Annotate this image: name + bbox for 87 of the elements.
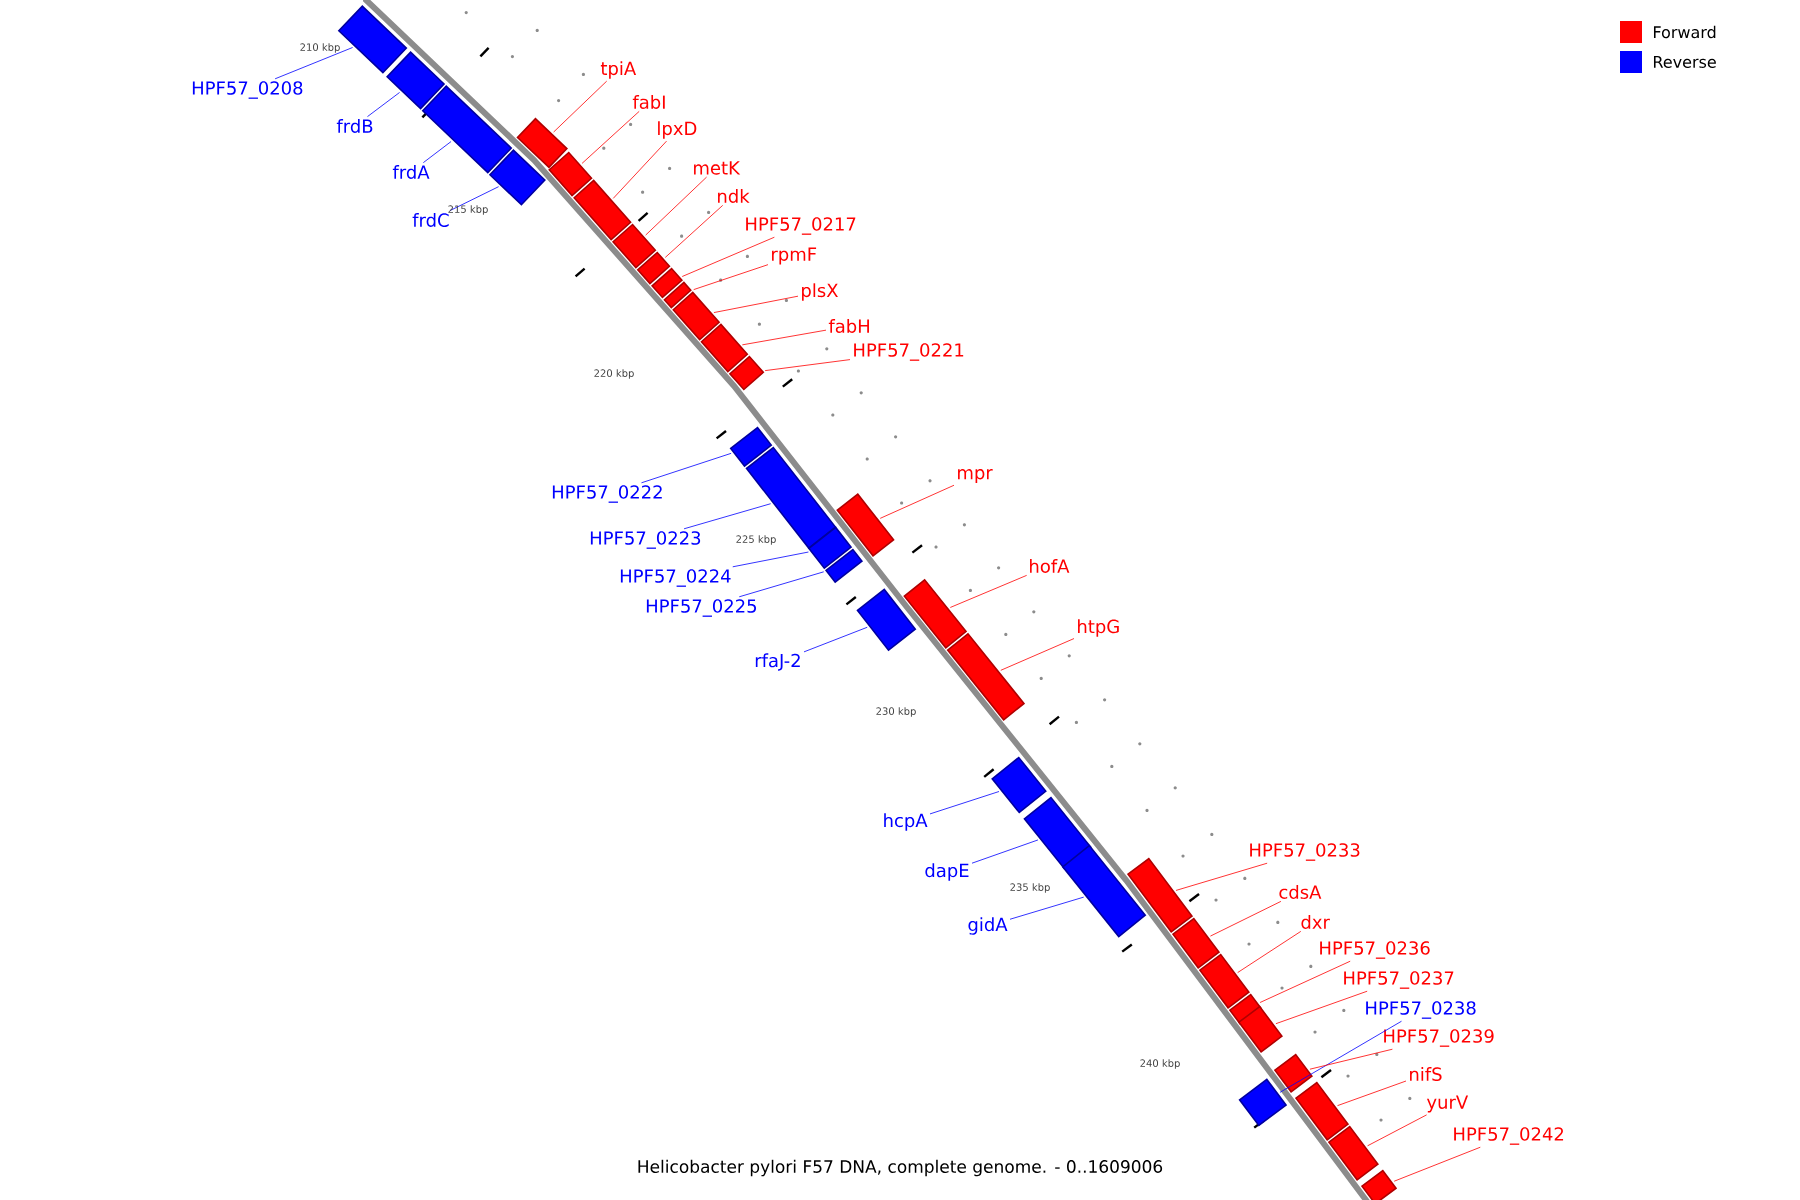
gene-block [728,355,765,391]
leader-line [738,571,825,598]
gene-label: dxr [1301,915,1330,929]
gene-label: rfaJ-2 [755,653,800,671]
leader-line [949,574,1028,608]
gene-label: HPF57_0224 [620,569,731,587]
leader-line [367,92,400,118]
leader-line [581,110,640,164]
leader-line [929,791,1000,815]
leader-line [713,295,799,313]
gene-label: HPF57_0225 [646,599,756,617]
gene-label: HPF57_0237 [1344,971,1454,989]
leader-line [553,80,608,133]
caption: Helicobacter pylori F57 DNA, complete genome. - 0..1609006 [638,1159,1163,1177]
leader-line [612,140,667,199]
gene-label: fabI [632,95,665,109]
leader-line [1337,1080,1407,1107]
leader-line [1279,1020,1402,1093]
gene-label: nifS [1410,1067,1442,1081]
leader-line [803,626,868,653]
gene-label: frdC [412,213,449,227]
gene-label: HPF57_0239 [1384,1029,1494,1047]
leader-line [1009,896,1085,920]
leader-line [1309,1048,1393,1070]
leader-line [1275,990,1368,1025]
gene-label: fabH [828,319,869,333]
gene-block [337,5,408,74]
gene-label: hcpA [884,813,928,831]
gene-label: plsX [802,283,838,301]
gene-block [836,493,895,557]
gene-label: HPF57_0208 [192,81,303,99]
leader-line [1210,901,1282,937]
gene-label: HPF57_0238 [1366,1001,1476,1019]
gene-label: htpG [1078,619,1119,637]
gene-label: hofA [1030,559,1070,573]
gene-label: gidA [968,917,1008,935]
gene-label: mpr [958,469,993,483]
gene-block [636,251,671,285]
leader-line [681,236,775,277]
gene-block [991,756,1047,814]
gene-label: HPF57_0242 [1454,1127,1564,1145]
gene-label: dapE [925,863,969,881]
leader-line [1175,862,1268,891]
leader-line [683,503,772,530]
gene-label: lpxD [658,121,697,139]
gene-label: HPF57_0233 [1250,843,1360,861]
gene-label: rpmF [772,247,817,265]
leader-line [641,452,732,484]
gene-block [548,151,593,197]
leader-line [693,264,769,290]
gene-label: HPF57_0222 [552,485,662,503]
gene-label: HPF57_0221 [854,343,964,361]
legend-label: Forward [1654,25,1716,39]
leader-line [1393,1146,1481,1182]
leader-line [971,839,1039,864]
gene-label: HPF57_0236 [1320,941,1430,959]
gene-label: ndk [718,189,750,203]
leader-line [274,47,354,80]
gene-block [611,223,657,269]
gene-block [516,117,568,169]
gene-label: cdsA [1279,885,1322,899]
gene-block [1061,844,1147,938]
leader-line [732,551,809,568]
gene-block [573,179,632,241]
gene-label: metK [694,161,741,175]
leader-line [1367,1114,1428,1147]
legend-label: Reverse [1654,56,1716,68]
leader-line [1259,960,1351,1003]
gene-block [700,323,749,373]
leader-line [422,141,452,164]
gene-label: frdA [392,165,430,179]
leader-line [645,176,707,236]
leader-line [879,484,955,519]
gene-block [663,281,692,309]
gene-label: HPF57_0217 [746,217,856,235]
gene-label: tpiA [600,61,637,79]
gene-block [1023,796,1092,870]
leader-line [664,204,724,258]
gene-label: frdB [336,119,373,133]
gene-label: HPF57_0223 [590,531,701,549]
leader-line [449,186,499,212]
leader-line [1000,638,1075,671]
leader-line [1237,931,1302,973]
leader-line [764,359,851,371]
leader-line [741,329,827,346]
gene-block [488,149,546,206]
gene-label: yurV [1426,1095,1469,1113]
